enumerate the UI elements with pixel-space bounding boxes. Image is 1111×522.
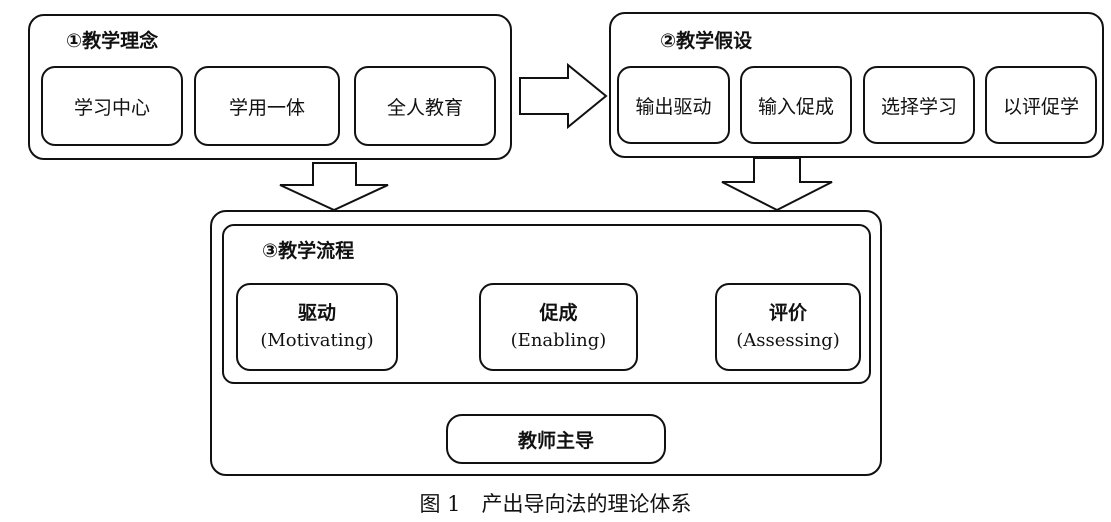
process-step-enabling-en: (Enabling) — [510, 330, 607, 351]
philosophy-item-learning-centered: 学习中心 — [41, 66, 183, 146]
hypothesis-item-output-driven: 输出驱动 — [617, 66, 730, 144]
arrow-right-philosophy-to-hypotheses — [519, 62, 608, 130]
process-step-assessing: 评价 (Assessing) — [715, 283, 861, 371]
process-title: ③教学流程 — [262, 240, 355, 262]
process-step-motivating-en: (Motivating) — [260, 330, 374, 351]
hypothesis-item-assessment-promoted: 以评促学 — [985, 66, 1097, 144]
hypothesis-item-input-enabled: 输入促成 — [740, 66, 852, 144]
arrow-down-philosophy-to-process — [279, 162, 389, 212]
philosophy-title: ①教学理念 — [66, 30, 159, 52]
teacher-led-box: 教师主导 — [446, 414, 666, 464]
hypothesis-item-selective-learning: 选择学习 — [863, 66, 975, 144]
philosophy-item-whole-person: 全人教育 — [354, 66, 496, 146]
process-step-enabling-zh: 促成 — [539, 302, 578, 324]
philosophy-item-learning-using: 学用一体 — [194, 66, 340, 146]
process-step-motivating-zh: 驱动 — [297, 302, 336, 324]
process-step-enabling: 促成 (Enabling) — [479, 283, 638, 371]
arrow-down-hypotheses-to-process — [721, 157, 833, 212]
process-step-assessing-en: (Assessing) — [736, 330, 840, 351]
hypotheses-title: ②教学假设 — [660, 30, 753, 52]
process-step-assessing-zh: 评价 — [768, 302, 807, 324]
process-step-motivating: 驱动 (Motivating) — [236, 283, 398, 371]
figure-caption: 图 1 产出导向法的理论体系 — [419, 492, 692, 516]
